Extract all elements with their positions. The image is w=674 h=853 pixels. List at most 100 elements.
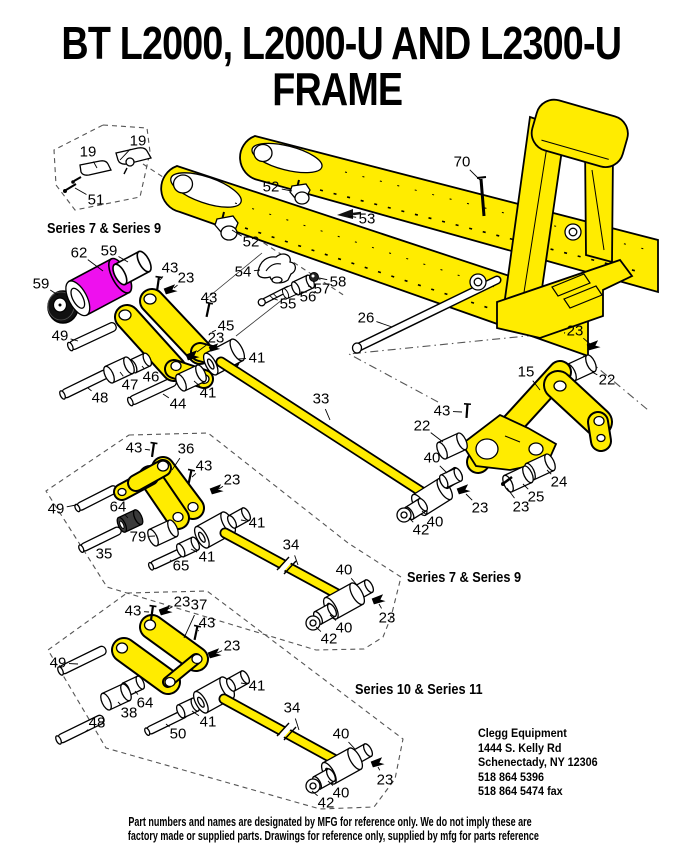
part-label: 19 xyxy=(129,132,147,150)
part-label: 42 xyxy=(317,794,335,812)
part-label: 40 xyxy=(335,619,353,637)
disclaimer-line1: Part numbers and names are designated by… xyxy=(128,815,532,829)
panel-bellcrank xyxy=(347,332,649,411)
part-label: 26 xyxy=(357,309,375,327)
assembly-series10 xyxy=(53,604,385,794)
contact-block: Clegg Equipment 1444 S. Kelly Rd Schenec… xyxy=(478,726,598,799)
part-label: 48 xyxy=(91,389,109,407)
bellcrank-15 xyxy=(433,340,613,495)
part-label: 23 xyxy=(177,269,195,287)
contact-name: Clegg Equipment xyxy=(478,726,567,740)
part-label: 23 xyxy=(223,471,241,489)
lowering-rod xyxy=(351,275,502,354)
part-label: 57 xyxy=(313,280,331,298)
pin-70 xyxy=(476,176,487,217)
part-label: 34 xyxy=(282,536,300,554)
part-label: 64 xyxy=(136,694,154,712)
part-label: 42 xyxy=(412,521,430,539)
part-label: 40 xyxy=(423,449,441,467)
part-label: 43 xyxy=(195,457,213,475)
part-label: 25 xyxy=(527,488,545,506)
rocker-links-37 xyxy=(111,614,209,695)
part-label: 23 xyxy=(376,771,394,789)
part-label: 49 xyxy=(47,500,65,518)
part-label: 59 xyxy=(100,242,118,260)
panel-tiller-parts xyxy=(53,124,151,211)
part-label: 40 xyxy=(426,513,444,531)
part-label: 49 xyxy=(51,327,69,345)
part-label: 15 xyxy=(517,363,535,381)
part-label: 23 xyxy=(173,593,191,611)
assembly-series7-upper xyxy=(47,248,240,408)
panel-series7-mid xyxy=(45,432,402,651)
part-label: 41 xyxy=(199,384,217,402)
part-label: 62 xyxy=(70,244,88,262)
part-label: 41 xyxy=(199,713,217,731)
entry-roller-hangers xyxy=(214,179,311,241)
part-label: 34 xyxy=(283,699,301,717)
handle-cap xyxy=(530,98,629,168)
part-label: 43 xyxy=(124,602,142,620)
part-label: 64 xyxy=(109,498,127,516)
part-label: 50 xyxy=(169,725,187,743)
part-label: 23 xyxy=(566,322,584,340)
section-label-series7-mid: Series 7 & Series 9 xyxy=(407,569,522,586)
rocker-link-36 xyxy=(113,456,205,530)
part-label: 47 xyxy=(121,376,139,394)
part-label: 41 xyxy=(248,514,266,532)
part-label: 65 xyxy=(172,557,190,575)
part-label: 23 xyxy=(471,499,489,517)
part-label: 46 xyxy=(142,368,160,386)
contact-fax: 518 864 5474 fax xyxy=(478,784,563,799)
section-label-series10: Series 10 & Series 11 xyxy=(355,681,483,698)
tiller-parts xyxy=(63,147,152,193)
part-label: 48 xyxy=(88,714,106,732)
page-title-line1: BT L2000, L2000-U AND L2300-U xyxy=(61,17,622,69)
fork-rear xyxy=(239,135,659,294)
page-title-line2: FRAME xyxy=(271,63,403,115)
push-rod-33 xyxy=(200,336,471,523)
part-label: 38 xyxy=(120,704,138,722)
part-label: 43 xyxy=(200,289,218,307)
part-label: 51 xyxy=(87,191,105,209)
part-label: 41 xyxy=(198,548,216,566)
contact-address1: 1444 S. Kelly Rd xyxy=(478,740,562,755)
part-label: 40 xyxy=(332,784,350,802)
part-label: 44 xyxy=(169,395,187,413)
part-label: 52 xyxy=(262,178,280,196)
part-label: 43 xyxy=(161,259,179,277)
part-label: 40 xyxy=(332,725,350,743)
section-label-series7-top: Series 7 & Series 9 xyxy=(47,220,162,237)
part-label: 45 xyxy=(217,317,235,335)
part-label: 22 xyxy=(413,417,431,435)
callout-leader-lines xyxy=(49,148,598,797)
disclaimer-line2: factory made or supplied parts. Drawings… xyxy=(127,829,539,843)
part-label: 23 xyxy=(378,609,396,627)
part-label: 37 xyxy=(190,596,208,614)
contact-address2: Schenectady, NY 12306 xyxy=(478,755,598,770)
part-label: 22 xyxy=(598,371,616,389)
part-label: 79 xyxy=(129,528,147,546)
part-label: 40 xyxy=(335,561,353,579)
part-label: 36 xyxy=(177,440,195,458)
part-label: 43 xyxy=(433,402,451,420)
frame-upright xyxy=(469,98,634,339)
part-label: 56 xyxy=(299,288,317,306)
part-label: 23 xyxy=(512,498,530,516)
part-label: 59 xyxy=(32,275,50,293)
part-label: 23 xyxy=(207,329,225,347)
part-label: 41 xyxy=(248,677,266,695)
assembly-series7-mid xyxy=(73,441,386,631)
part-label: 19 xyxy=(79,143,97,161)
part-label: 43 xyxy=(125,439,143,457)
part-label: 35 xyxy=(95,545,113,563)
part-label: 58 xyxy=(329,273,347,291)
part-label: 33 xyxy=(312,390,330,408)
part-label: 42 xyxy=(320,630,338,648)
linkage-hardware-mid xyxy=(256,209,362,308)
part-label: 54 xyxy=(234,263,252,281)
part-label: 49 xyxy=(49,654,67,672)
part-label: 70 xyxy=(453,153,471,171)
